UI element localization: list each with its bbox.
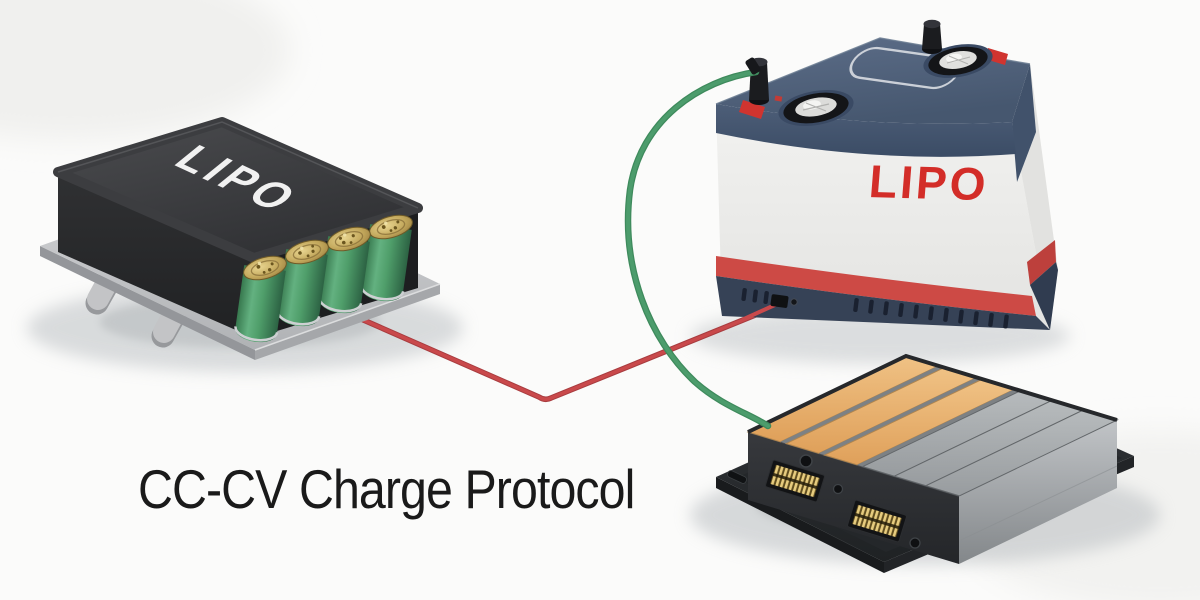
screw — [832, 483, 844, 495]
vent-slot — [853, 298, 859, 312]
wire-red-stub — [742, 302, 779, 321]
vent-slot — [973, 311, 979, 326]
post-shaft — [922, 24, 942, 49]
vent-slot — [898, 303, 904, 317]
pin-connector — [847, 499, 907, 543]
dc-connector-screw — [790, 298, 798, 306]
vent-slot — [943, 307, 949, 322]
vent-slot — [741, 288, 747, 302]
vent-slot — [958, 309, 964, 324]
cell-body — [319, 236, 370, 314]
background-tint — [0, 0, 290, 140]
module-rail — [818, 377, 983, 456]
charger-right-base — [1030, 262, 1058, 330]
vent-slot — [752, 289, 758, 303]
charger-terminal-positive — [778, 90, 854, 126]
terminal-nut-facets — [802, 102, 830, 112]
vent-slot — [913, 304, 919, 319]
charger-dc-connector — [770, 294, 798, 308]
terminal-nut-facets — [946, 55, 971, 65]
dc-connector-body — [770, 294, 789, 308]
charger-base-band — [716, 276, 1050, 330]
charger-logo: LIPO — [867, 155, 990, 210]
caption: CC-CV Charge Protocol — [138, 458, 635, 520]
post-cap — [923, 19, 941, 29]
cell-bottom-rim — [234, 326, 279, 342]
pin-row-divider — [854, 512, 900, 530]
module-frame-trim — [747, 353, 1118, 434]
module-cell-bars — [746, 355, 1119, 497]
wire-green-ferrule — [745, 57, 761, 75]
battery-charger: LIPO — [715, 19, 1058, 330]
pin-connector — [765, 459, 825, 503]
module-side-face — [959, 420, 1117, 564]
vent-slot — [763, 291, 769, 305]
charger-terminal-negative — [923, 44, 993, 78]
screw — [909, 537, 921, 549]
pack-top-edge-highlight — [57, 121, 419, 209]
cell-top-texture — [292, 244, 322, 260]
module-cell-gray — [924, 409, 1119, 497]
vent-slot — [928, 306, 934, 321]
charger-vents-left — [741, 288, 769, 305]
charger-right-band — [1012, 64, 1036, 182]
charger-right-stripe — [1027, 240, 1056, 285]
module-rail — [857, 388, 1021, 467]
pack-left-face — [58, 172, 254, 338]
screw — [799, 454, 813, 468]
vent-slot — [988, 312, 994, 327]
wire-red-core — [350, 303, 782, 402]
battery-cell — [234, 255, 287, 343]
cell-top-texture — [334, 231, 364, 247]
battery-cell — [360, 214, 413, 302]
battery-cells — [234, 214, 413, 343]
battery-pack: LIPO — [40, 117, 441, 360]
charger-red-stripe — [716, 256, 1036, 316]
baseplate-side-right — [255, 284, 440, 360]
vent-slot — [868, 299, 874, 314]
vent-slot — [1003, 314, 1009, 329]
cell-body — [361, 224, 412, 302]
wire-green-core — [626, 70, 770, 428]
battery-cell — [276, 239, 329, 327]
warning-label — [774, 95, 783, 102]
battery-cell — [318, 226, 371, 314]
terminal-marker-red-left — [739, 100, 765, 119]
terminal-post-right — [922, 19, 942, 54]
wire-red — [349, 302, 783, 403]
battery-module — [716, 353, 1134, 573]
baseplate-edge-highlight — [254, 283, 441, 351]
module-side-seam — [960, 465, 1118, 541]
charger-vents-right — [853, 298, 1009, 329]
baseplate-side-left — [40, 246, 255, 360]
module-rail — [780, 365, 945, 444]
pin-row-divider — [772, 472, 818, 490]
wire-green — [624, 57, 772, 430]
cell-body — [235, 265, 286, 343]
cell-top-texture — [376, 219, 406, 235]
caption-text: CC-CV Charge Protocol — [138, 458, 634, 520]
cell-top-texture — [250, 260, 280, 276]
vent-slot — [883, 301, 889, 316]
cell-body — [277, 249, 328, 327]
tray-slot — [727, 470, 747, 484]
